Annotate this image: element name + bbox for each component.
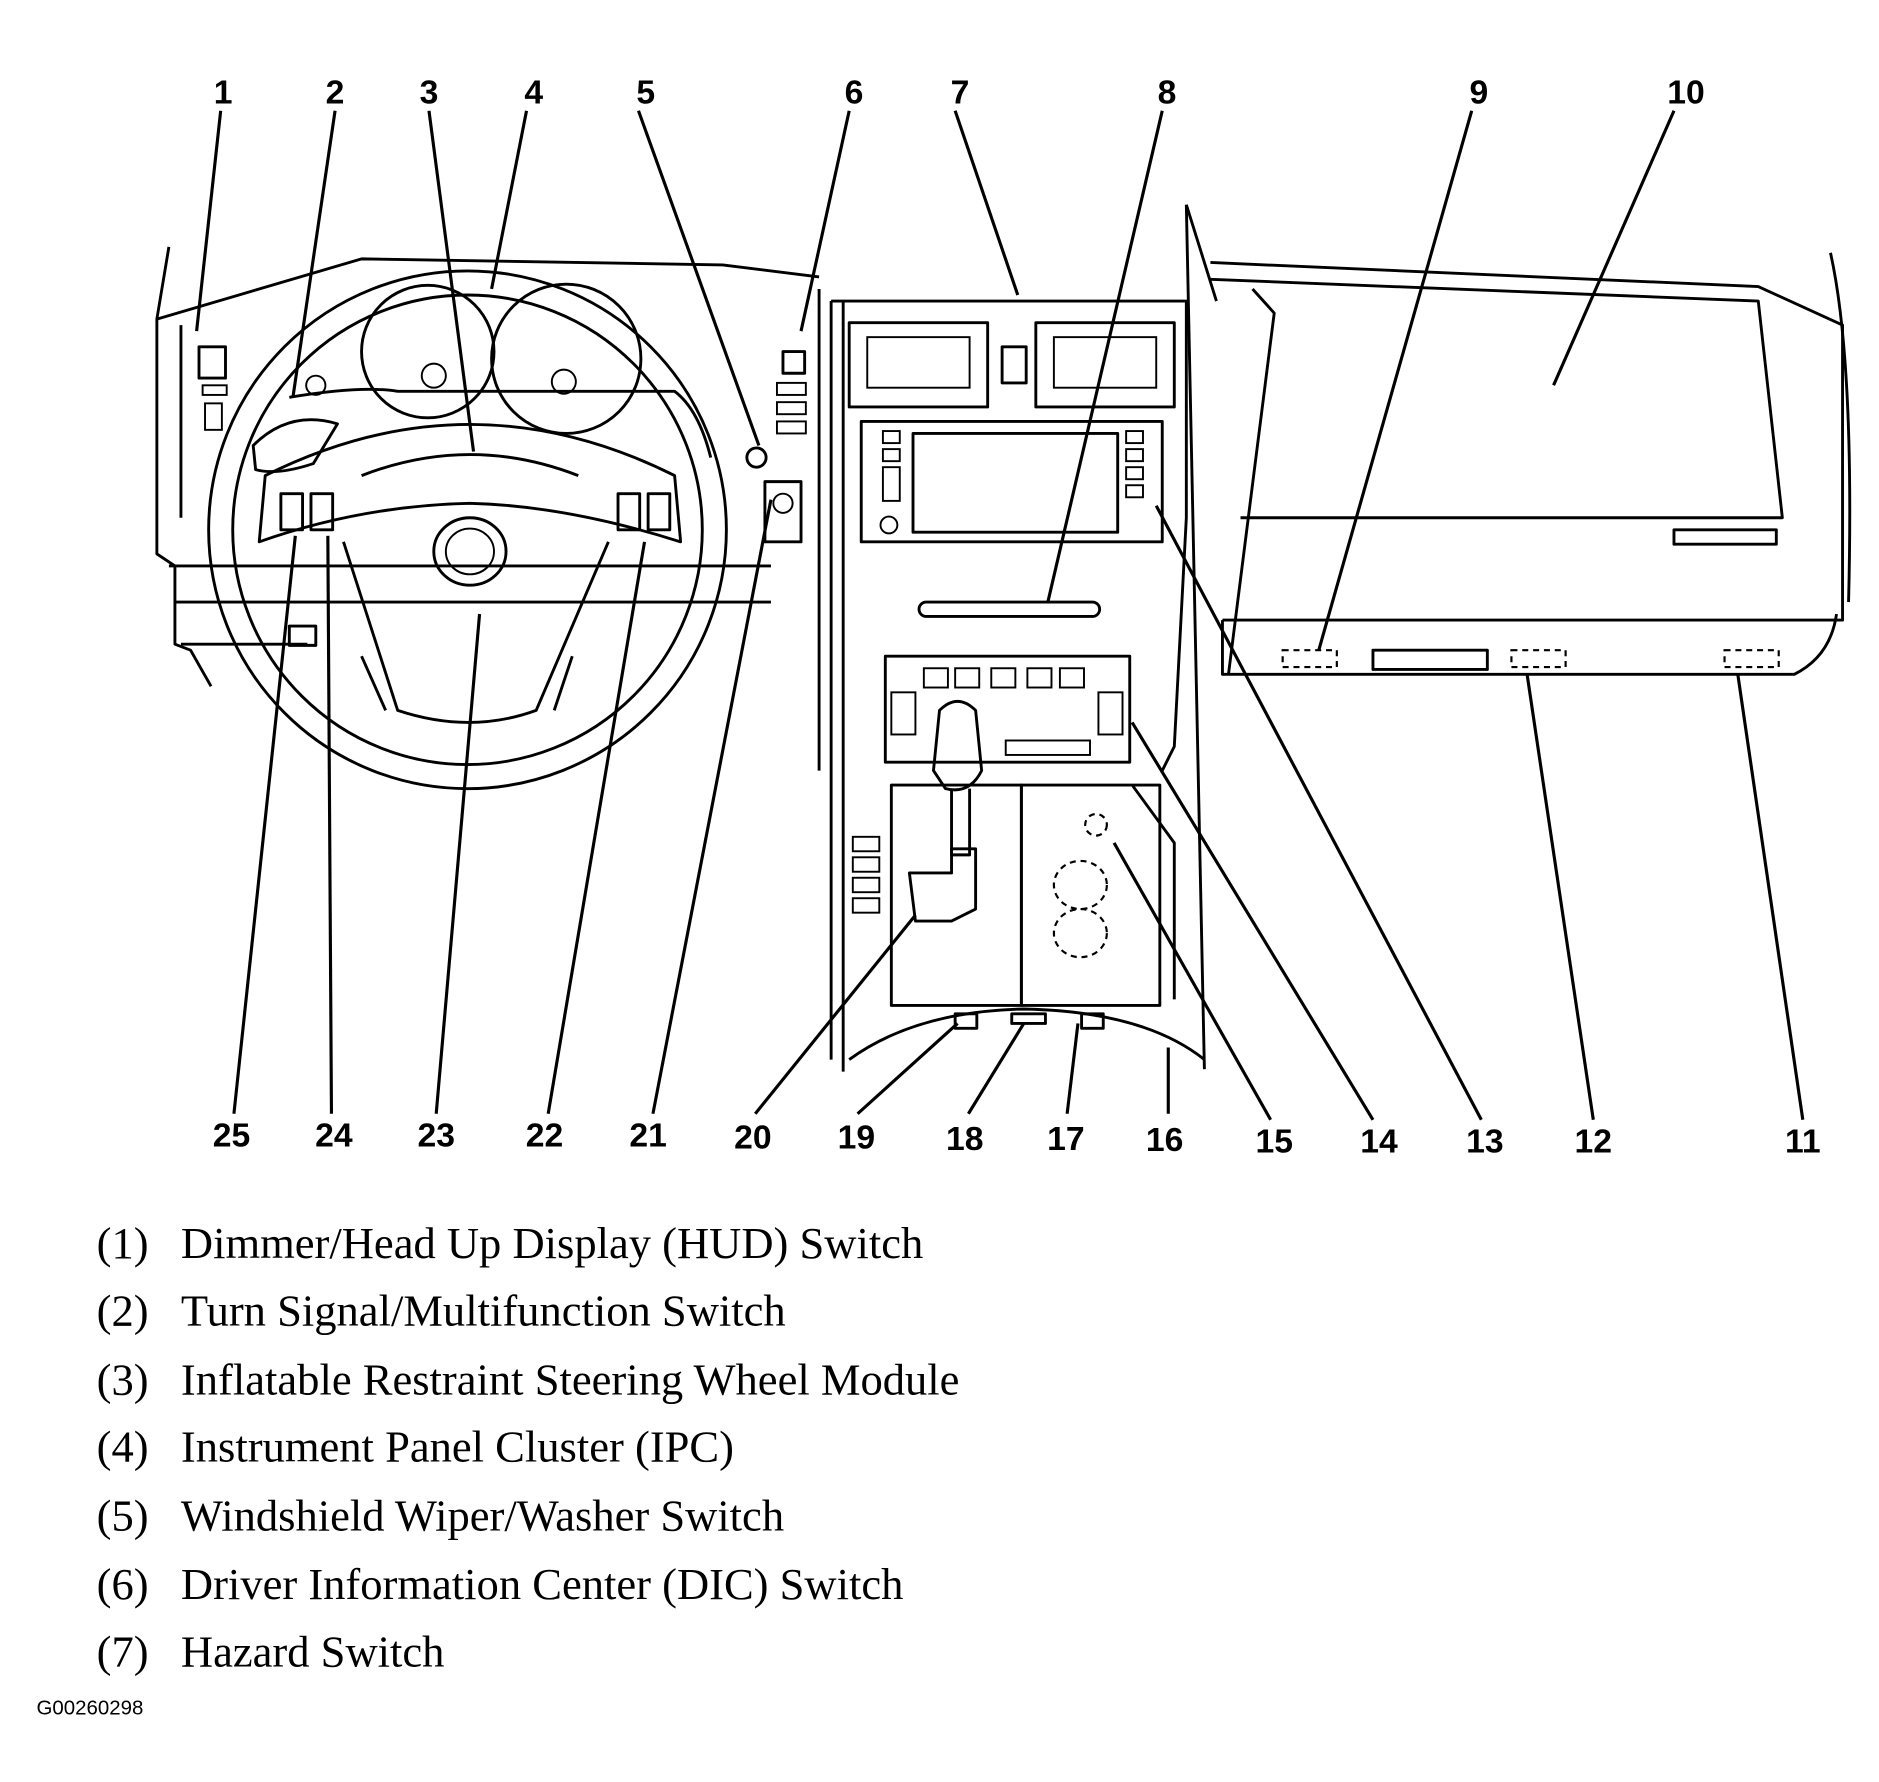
callout-23: 23 (417, 1116, 455, 1154)
legend-number: (3) (97, 1354, 149, 1404)
callout-8: 8 (1158, 74, 1177, 112)
legend: (1) Dimmer/Head Up Display (HUD) Switch … (97, 1218, 960, 1676)
callout-22: 22 (526, 1116, 564, 1154)
callout-9: 9 (1470, 74, 1489, 112)
callout-24: 24 (315, 1116, 353, 1154)
legend-label: Turn Signal/Multifunction Switch (181, 1286, 786, 1336)
callout-11: 11 (1785, 1122, 1821, 1160)
legend-label: Inflatable Restraint Steering Wheel Modu… (181, 1354, 960, 1404)
callout-16: 16 (1146, 1121, 1184, 1159)
dashboard-illustration (155, 204, 1852, 1072)
leader-lines (195, 110, 1805, 1121)
callout-3: 3 (420, 74, 439, 112)
callouts-bottom: 25 24 23 22 21 20 19 18 17 16 15 14 13 1… (213, 1116, 1821, 1160)
callout-18: 18 (946, 1120, 984, 1158)
legend-number: (2) (97, 1286, 149, 1336)
callout-20: 20 (734, 1119, 772, 1157)
callouts-top: 1 2 3 4 5 6 7 8 9 10 (214, 74, 1705, 112)
legend-number: (7) (97, 1626, 149, 1676)
legend-number: (6) (97, 1559, 149, 1609)
callout-19: 19 (838, 1119, 876, 1157)
callout-4: 4 (524, 74, 543, 112)
legend-label: Windshield Wiper/Washer Switch (181, 1490, 784, 1540)
legend-item: (3) Inflatable Restraint Steering Wheel … (97, 1354, 960, 1404)
legend-number: (1) (97, 1218, 149, 1268)
callout-10: 10 (1667, 74, 1705, 112)
callout-14: 14 (1360, 1122, 1398, 1160)
legend-item: (4) Instrument Panel Cluster (IPC) (97, 1422, 734, 1472)
legend-label: Hazard Switch (181, 1626, 444, 1676)
legend-label: Driver Information Center (DIC) Switch (181, 1559, 903, 1609)
callout-2: 2 (326, 74, 345, 112)
legend-number: (5) (97, 1490, 149, 1540)
figure-code: G00260298 (36, 1697, 143, 1720)
legend-item: (1) Dimmer/Head Up Display (HUD) Switch (97, 1218, 924, 1268)
callout-7: 7 (951, 74, 970, 112)
callout-15: 15 (1255, 1122, 1293, 1160)
callout-13: 13 (1466, 1122, 1504, 1160)
callout-5: 5 (636, 74, 655, 112)
callout-12: 12 (1575, 1122, 1613, 1160)
legend-item: (5) Windshield Wiper/Washer Switch (97, 1490, 784, 1540)
legend-item: (6) Driver Information Center (DIC) Swit… (97, 1559, 904, 1609)
callout-6: 6 (845, 74, 864, 112)
legend-item: (2) Turn Signal/Multifunction Switch (97, 1286, 786, 1336)
legend-number: (4) (97, 1422, 149, 1472)
legend-item: (7) Hazard Switch (97, 1626, 445, 1676)
legend-label: Instrument Panel Cluster (IPC) (181, 1422, 734, 1472)
callout-21: 21 (629, 1116, 667, 1154)
legend-label: Dimmer/Head Up Display (HUD) Switch (181, 1218, 923, 1268)
callout-25: 25 (213, 1116, 251, 1154)
callout-1: 1 (214, 74, 233, 112)
callout-17: 17 (1047, 1120, 1085, 1158)
